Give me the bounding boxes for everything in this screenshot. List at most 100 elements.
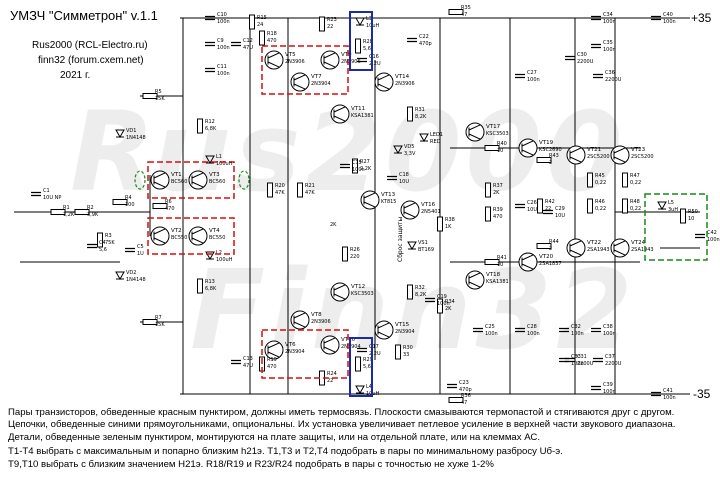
capacitor-c28 bbox=[515, 327, 525, 333]
transistor-part: 2SA1943 bbox=[631, 247, 654, 253]
transistor-vt23 bbox=[610, 145, 630, 165]
capacitor-value: 100n bbox=[217, 19, 230, 25]
capacitor-ref: C19 bbox=[437, 294, 447, 300]
capacitor-ref: C40 bbox=[663, 12, 673, 18]
transistor-vt6-leads bbox=[267, 342, 280, 358]
capacitor-value: 470p bbox=[459, 387, 472, 393]
resistor-r20 bbox=[267, 182, 273, 198]
transistor-part: 2N5401 bbox=[421, 209, 441, 215]
resistor-ref: R31 bbox=[415, 107, 425, 113]
resistor-r7 bbox=[142, 319, 158, 325]
resistor-r28 bbox=[355, 38, 361, 54]
transistor-part: 2N3904 bbox=[285, 349, 305, 355]
transistor-vt22 bbox=[566, 238, 586, 258]
resistor-r42 bbox=[537, 198, 543, 214]
protection-reset-label: Сброс защиты bbox=[397, 217, 404, 262]
author-credit: Rus2000 (RCL-Electro.ru) bbox=[32, 40, 148, 51]
capacitor-c33 bbox=[559, 357, 569, 363]
transistor-ref: VT14 bbox=[395, 74, 410, 80]
capacitor-ref: C28 bbox=[527, 324, 537, 330]
capacitor-ref: C27 bbox=[527, 70, 537, 76]
resistor-ref: R18 bbox=[267, 31, 277, 37]
capacitor-ref: C11 bbox=[217, 64, 227, 70]
resistor-r43 bbox=[536, 157, 552, 163]
part-ref: L2 bbox=[216, 250, 222, 256]
resistor-r50 bbox=[680, 208, 686, 224]
transistor-vt8 bbox=[290, 310, 310, 330]
transistor-vt22-leads bbox=[569, 240, 582, 256]
resistor-ref: R29 bbox=[363, 357, 373, 363]
capacitor-value: 10U NP bbox=[43, 195, 61, 201]
transistor-ref: VT2 bbox=[171, 228, 182, 234]
capacitor-value: 2,2U bbox=[369, 61, 381, 67]
capacitor-ref: C30 bbox=[577, 52, 587, 58]
resistor-ref: R45 bbox=[595, 173, 605, 179]
capacitor-c4 bbox=[87, 243, 97, 249]
transistor-part: KT815 bbox=[381, 199, 397, 205]
transistor-vt5 bbox=[264, 50, 284, 70]
capacitor-value: 100n bbox=[663, 395, 676, 401]
resistor-value: 2,2K bbox=[360, 166, 372, 172]
capacitor-ref: C25 bbox=[485, 324, 495, 330]
resistor-r37 bbox=[485, 182, 491, 198]
part-ref: L4 bbox=[366, 384, 372, 390]
capacitor-ref: C15 bbox=[352, 160, 362, 166]
resistor-ref: R32 bbox=[415, 285, 425, 291]
transistor-vt9 bbox=[320, 50, 340, 70]
transistor-ref: VT4 bbox=[209, 228, 220, 234]
resistor-value: 10 bbox=[688, 216, 694, 222]
transistor-vt20 bbox=[518, 252, 538, 272]
resistor-r5 bbox=[142, 93, 158, 99]
resistor-value: 15K bbox=[155, 96, 165, 102]
capacitor-ref: C37 bbox=[605, 354, 615, 360]
transistor-ref: VT21 bbox=[587, 147, 601, 153]
transistor-part: 2N3904 bbox=[311, 81, 331, 87]
transistor-vt12 bbox=[330, 282, 350, 302]
thermal-marker-right bbox=[238, 170, 250, 190]
transistor-part: 2SA1943 bbox=[587, 247, 610, 253]
capacitor-c23 bbox=[447, 383, 457, 389]
resistor-value: 2 bbox=[549, 246, 552, 252]
transistor-ref: VT11 bbox=[351, 106, 365, 112]
resistor-value: 0,22 bbox=[630, 180, 641, 186]
resistor-r31 bbox=[407, 106, 413, 122]
capacitor-ref: C35 bbox=[603, 40, 613, 46]
resistor-value: 100 bbox=[125, 202, 135, 208]
resistor-value: 1K bbox=[445, 224, 452, 230]
capacitor-value: 10U bbox=[399, 179, 409, 185]
resistor-r38 bbox=[437, 216, 443, 232]
capacitor-c13 bbox=[231, 359, 241, 365]
capacitor-c17 bbox=[357, 347, 367, 353]
resistor-r48 bbox=[622, 198, 628, 214]
transistor-ref: VT9 bbox=[341, 52, 352, 58]
capacitor-c42 bbox=[695, 233, 705, 239]
transistor-part: 2SA1837 bbox=[539, 261, 562, 267]
transistor-vt21 bbox=[566, 145, 586, 165]
resistor-ref: R20 bbox=[275, 183, 285, 189]
note-line: Пары транзисторов, обведенные красным пу… bbox=[8, 407, 675, 418]
capacitor-value: 100n bbox=[571, 361, 584, 367]
capacitor-ref: C10 bbox=[217, 12, 227, 18]
capacitor-c10 bbox=[205, 15, 215, 21]
transistor-ref: VT1 bbox=[171, 172, 182, 178]
transistor-part: 2SC5200 bbox=[587, 154, 610, 160]
resistor-ref: R7 bbox=[155, 315, 162, 321]
resistor-ref: R27 bbox=[360, 159, 370, 165]
resistor-r40 bbox=[484, 145, 500, 151]
transistor-ref: VT8 bbox=[311, 312, 322, 318]
capacitor-ref: C33 bbox=[571, 354, 581, 360]
resistor-ref: R5 bbox=[155, 89, 162, 95]
transistor-part: 2SC5200 bbox=[631, 154, 654, 160]
resistor-value: 6,8K bbox=[205, 126, 217, 132]
resistor-value: 5,6 bbox=[363, 364, 371, 370]
resistor-ref: R30 bbox=[403, 345, 413, 351]
capacitor-c38 bbox=[591, 327, 601, 333]
capacitor-value: 100n bbox=[603, 47, 616, 53]
resistor-value: 5,6 bbox=[363, 46, 371, 52]
transistor-vt16-leads bbox=[403, 202, 416, 218]
thermal-group-vas-lower bbox=[261, 329, 349, 379]
transistor-part: KSC3503 bbox=[486, 131, 509, 137]
transistor-vt12-leads bbox=[333, 284, 346, 300]
transistor-part: BC550 bbox=[171, 235, 187, 241]
resistor-r2 bbox=[74, 209, 90, 215]
